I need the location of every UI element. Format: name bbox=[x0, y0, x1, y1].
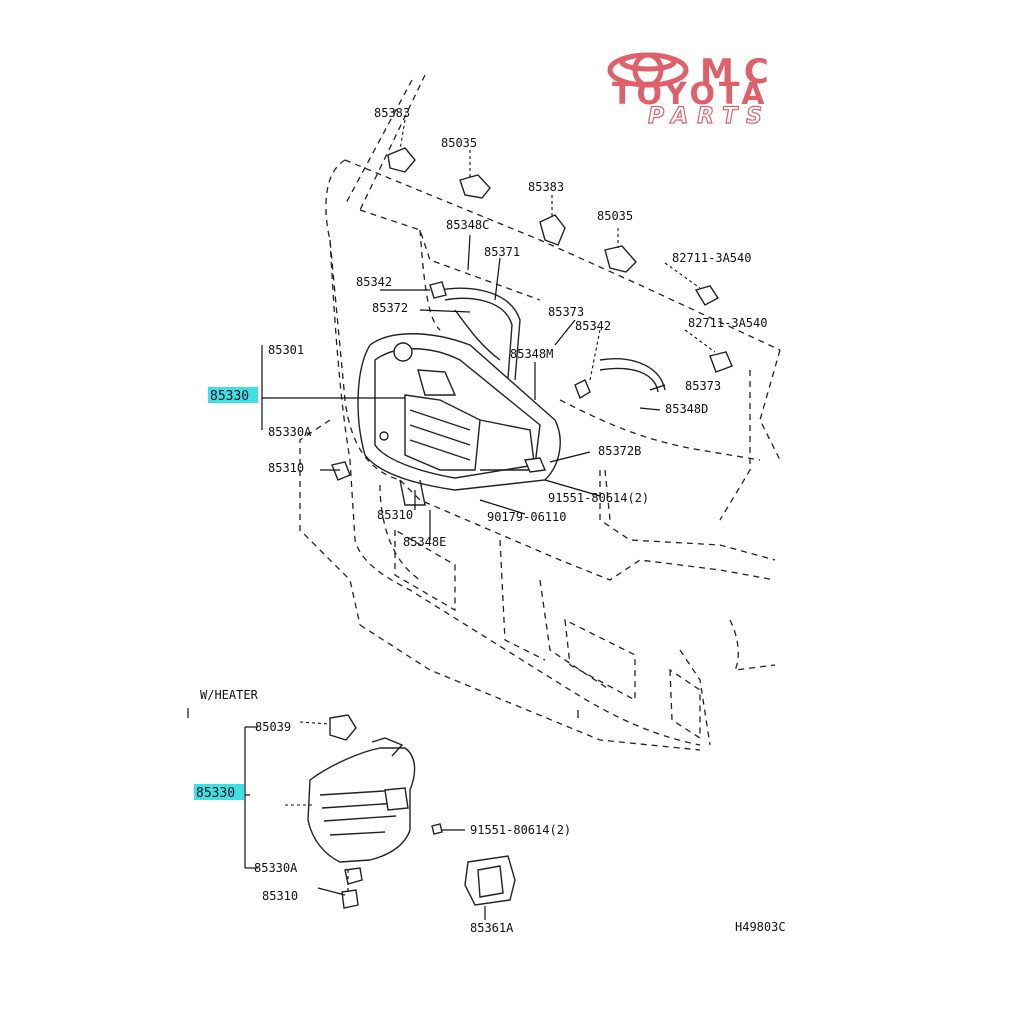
label-85039: 85039 bbox=[255, 720, 291, 734]
clip-82711-b-icon bbox=[709, 351, 733, 373]
label-w-heater: W/HEATER bbox=[200, 688, 259, 702]
logo-mc-text: MC bbox=[700, 52, 779, 92]
highlight-85330-inset bbox=[194, 784, 244, 800]
label-85330a-main: 85330A bbox=[268, 425, 312, 439]
label-85372b: 85372B bbox=[598, 444, 641, 458]
label-90179: 90179-06110 bbox=[487, 510, 566, 524]
label-85371: 85371 bbox=[484, 245, 520, 259]
leader-lines bbox=[261, 119, 716, 540]
bulb-85035-b-icon bbox=[604, 245, 637, 273]
dashboard-outline bbox=[299, 74, 781, 751]
label-85373-a: 85373 bbox=[548, 305, 584, 319]
label-91551-b: 91551-80614(2) bbox=[470, 823, 571, 837]
label-85330a-inset: 85330A bbox=[254, 861, 298, 875]
clip-82711-a-icon bbox=[694, 285, 720, 306]
label-85348c: 85348C bbox=[446, 218, 489, 232]
label-85330-inset: 85330 bbox=[196, 786, 235, 801]
label-85361a: 85361A bbox=[470, 921, 514, 935]
label-85373-b: 85373 bbox=[685, 379, 721, 393]
label-85301: 85301 bbox=[268, 343, 304, 357]
callout-labels: 85383 85035 85383 85035 85348C 85371 827… bbox=[194, 106, 786, 935]
label-85348m: 85348M bbox=[510, 347, 553, 361]
label-82711-a: 82711-3A540 bbox=[672, 251, 751, 265]
label-85310-b: 85310 bbox=[377, 508, 413, 522]
highlight-85330-main bbox=[208, 387, 258, 403]
heater-control-assembly bbox=[331, 287, 666, 506]
small-parts bbox=[387, 147, 733, 400]
screw-91551-icon bbox=[431, 823, 443, 835]
label-85342-a: 85342 bbox=[356, 275, 392, 289]
label-85342-b: 85342 bbox=[575, 319, 611, 333]
inset-heater-unit bbox=[187, 708, 579, 920]
socket-85310-icon bbox=[341, 889, 359, 909]
bulb-85035-a-icon bbox=[459, 174, 491, 199]
label-82711-b: 82711-3A540 bbox=[688, 316, 767, 330]
label-85310-a: 85310 bbox=[268, 461, 304, 475]
label-85383-a: 85383 bbox=[374, 106, 410, 120]
label-diagram-code: H49803C bbox=[735, 920, 786, 934]
socket-85383-b-icon bbox=[539, 214, 566, 246]
mc-toyota-parts-logo: MC TOYOTA PARTS bbox=[607, 52, 779, 130]
label-85330-main: 85330 bbox=[210, 389, 249, 404]
label-85348d: 85348D bbox=[665, 402, 708, 416]
label-91551-a: 91551-80614(2) bbox=[548, 491, 649, 505]
bracket-85361a-icon bbox=[464, 855, 516, 906]
bulb-85342-icon bbox=[574, 379, 591, 400]
socket-85383-a-icon bbox=[387, 147, 416, 173]
label-85348e: 85348E bbox=[403, 535, 446, 549]
bulb-85342-a-icon bbox=[429, 281, 447, 299]
label-85383-b: 85383 bbox=[528, 180, 564, 194]
bulb-85039-icon bbox=[329, 714, 357, 741]
logo-parts-text: PARTS bbox=[648, 104, 771, 129]
label-85372: 85372 bbox=[372, 301, 408, 315]
toyota-emblem-icon bbox=[607, 52, 689, 88]
label-85310-c: 85310 bbox=[262, 889, 298, 903]
logo-toyota-text: TOYOTA bbox=[612, 77, 768, 112]
knob-icon bbox=[393, 342, 413, 362]
label-85035-a: 85035 bbox=[441, 136, 477, 150]
label-85035-b: 85035 bbox=[597, 209, 633, 223]
